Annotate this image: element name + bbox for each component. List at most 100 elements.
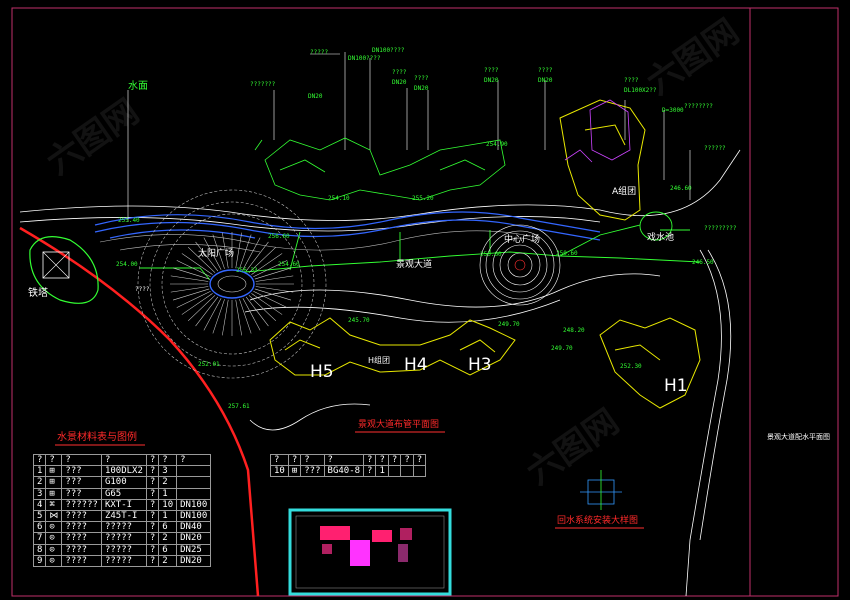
legend-cell: ?????? [61, 498, 102, 511]
elevation-label: 249.70 [551, 345, 573, 352]
legend-cell: 3 [158, 465, 178, 478]
pipe-label: ????????? [704, 225, 737, 232]
legend-row: ??????? [32, 453, 212, 467]
legend-row: 10⊞???BG40-8?1 [270, 465, 427, 478]
aux-legend-table: ?????????10⊞???BG40-8?1 [270, 453, 427, 478]
pipe-label: DN20 [392, 79, 407, 86]
building-outlines [269, 99, 701, 409]
elevation-label: 252.01 [198, 361, 220, 368]
group-h-label: H组团 [368, 356, 391, 365]
building-h4-label: H4 [404, 355, 428, 375]
legend-cell: ??? [300, 465, 325, 478]
central-plaza-rings [479, 224, 561, 306]
legend-cell: ???? [61, 532, 102, 545]
pipe-label: ???? [392, 69, 407, 76]
legend-cell: DN20 [176, 532, 212, 545]
a-group-detail [564, 99, 631, 163]
legend-cell: 100DLX2 [100, 465, 147, 478]
legend-cell: ? [363, 453, 377, 467]
legend-cell: 6 [158, 521, 178, 534]
pipe-label: ???? [135, 286, 150, 293]
legend-cell: ⊞ [287, 465, 302, 478]
pipe-label: ???? [538, 67, 553, 74]
detail-title: 回水系统安装大样图 [557, 516, 639, 526]
pipe-label: ???????? [684, 103, 713, 110]
legend-cell: ? [45, 453, 63, 467]
sun-plaza-label: 太阳广场 [198, 249, 235, 259]
legend-cell: ????? [100, 532, 147, 545]
return-water-detail [580, 470, 622, 510]
water-play-pool [639, 211, 673, 241]
legend-cell: 5 [32, 509, 47, 523]
legend-cell: ????? [100, 521, 147, 534]
legend-row: 2⊞???G100?2 [32, 476, 212, 489]
legend-cell: 10 [270, 465, 289, 478]
legend-cell: ? [363, 465, 377, 478]
legend-cell [176, 465, 212, 478]
iron-tower-label: 铁塔 [28, 288, 48, 299]
pipe-label: ?????? [704, 145, 726, 152]
legend-cell: ⊞ [45, 465, 63, 478]
elevation-label: 252.30 [620, 363, 642, 370]
legend-cell: DN40 [176, 521, 212, 534]
elevation-label: 256.60 [268, 233, 290, 240]
legend-cell: ⌘ [45, 498, 63, 511]
elevation-label: 248.20 [563, 327, 585, 334]
water-surface-label: 水面 [128, 81, 148, 92]
red-edge-line [19, 226, 260, 597]
water-channel [94, 211, 601, 241]
elevation-label: 254.10 [328, 195, 350, 202]
legend-cell: ⊙ [45, 532, 63, 545]
legend-cell: ???? [61, 543, 102, 556]
legend-cell: ⊙ [45, 521, 63, 534]
legend-cell: ???? [61, 509, 102, 523]
legend-cell: 1 [375, 465, 389, 478]
legend-cell: ? [145, 476, 160, 489]
legend-cell: 7 [32, 532, 47, 545]
sheet-title: 景观大道配水平面图 [767, 433, 830, 441]
pipe-label: DN20 [414, 85, 429, 92]
legend-cell: DN20 [176, 554, 212, 567]
legend-cell: ? [158, 453, 178, 467]
elevation-label: 246.50 [692, 259, 714, 266]
pipe-label: DL100X2?? [624, 87, 657, 94]
legend-cell: DN100 [176, 498, 212, 511]
legend-cell: ⊙ [45, 543, 63, 556]
legend-cell: KXT-I [100, 498, 147, 511]
pipe-network [140, 224, 701, 281]
building-h5-label: H5 [310, 362, 334, 382]
elevation-label: 255.20 [412, 195, 434, 202]
legend-cell: ? [287, 453, 302, 467]
legend-row: ????????? [270, 453, 427, 467]
legend-cell: 2 [32, 476, 47, 489]
water-channel-edges [99, 230, 531, 253]
legend-cell: 1 [32, 465, 47, 478]
elevation-label: 254.00 [116, 261, 138, 268]
legend-row: 1⊞???100DLX2?3 [32, 465, 212, 478]
pipe-label: ???? [414, 75, 429, 82]
elevation-label: 257.61 [228, 403, 250, 410]
legend-cell: ? [100, 453, 147, 467]
legend-cell: G100 [100, 476, 147, 489]
group-a-label: A组团 [612, 187, 637, 197]
legend-cell: ????? [100, 554, 147, 567]
legend-cell: ? [145, 453, 160, 467]
central-plaza-label: 中心广场 [504, 235, 541, 245]
legend-cell: ? [145, 498, 160, 511]
legend-cell [176, 487, 212, 500]
legend-cell: 6 [158, 543, 178, 556]
plan-title: 景观大道布管平面图 [358, 420, 440, 430]
legend-cell: 2 [158, 476, 178, 489]
building-h1-label: H1 [664, 376, 688, 396]
elevation-label: 256.60 [480, 251, 502, 258]
legend-cell: ⋈ [45, 509, 63, 523]
elevation-label: 246.60 [670, 185, 692, 192]
legend-cell: ? [145, 465, 160, 478]
legend-cell [176, 476, 212, 489]
elevation-label: 250.60 [556, 250, 578, 257]
pipe-label: ???? [484, 67, 499, 74]
